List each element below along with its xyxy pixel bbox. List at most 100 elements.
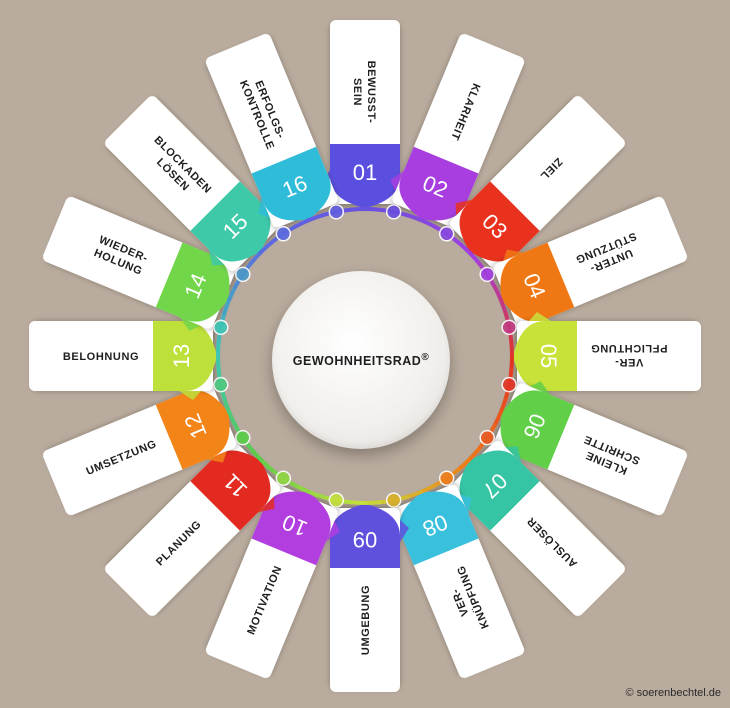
ring-dot bbox=[235, 429, 251, 446]
badge-15 bbox=[190, 181, 271, 262]
badge-01 bbox=[330, 144, 400, 208]
badge-03 bbox=[459, 181, 540, 262]
badge-tab bbox=[208, 249, 225, 266]
step-card-01: 01 BEWUSST-SEIN bbox=[321, 20, 400, 208]
badge-tab bbox=[258, 197, 270, 218]
badge-tab bbox=[390, 170, 404, 192]
ring-segment bbox=[363, 207, 382, 212]
ring-segment bbox=[348, 500, 367, 505]
badge-tab bbox=[529, 381, 551, 395]
ring-dot bbox=[385, 492, 402, 508]
badge-tab bbox=[326, 520, 340, 542]
ring-dot bbox=[213, 376, 229, 393]
badge-tab bbox=[529, 312, 551, 321]
ring-dot bbox=[479, 266, 495, 283]
ring-dot bbox=[275, 470, 292, 486]
badge-tab bbox=[505, 446, 522, 463]
badge-08 bbox=[399, 491, 479, 566]
progress-ring bbox=[213, 204, 517, 508]
step-label: BELOHNUNG bbox=[63, 351, 139, 363]
ring-segment bbox=[293, 483, 311, 494]
badge-04 bbox=[500, 242, 575, 322]
ring-segment bbox=[348, 207, 367, 212]
ring-segment bbox=[509, 354, 514, 373]
badge-tab bbox=[503, 249, 524, 261]
ring-dot bbox=[438, 226, 455, 242]
badge-06 bbox=[500, 390, 575, 470]
badge-07 bbox=[459, 450, 540, 531]
step-number: 13 bbox=[169, 344, 194, 368]
badge-tab bbox=[179, 391, 201, 400]
step-label-line: SEIN bbox=[351, 78, 363, 106]
badge-14 bbox=[155, 242, 230, 322]
ring-dot bbox=[328, 492, 345, 508]
ring-dot bbox=[479, 429, 495, 446]
badge-tab bbox=[460, 494, 472, 515]
ring-segment bbox=[227, 284, 238, 302]
ring-segment bbox=[492, 284, 503, 302]
ring-segment bbox=[492, 410, 503, 428]
ring-dot bbox=[275, 226, 292, 242]
badge-tab bbox=[179, 317, 201, 331]
ring-dot bbox=[235, 266, 251, 283]
step-number: 05 bbox=[536, 344, 561, 368]
ring-dot bbox=[438, 470, 455, 486]
badge-05 bbox=[513, 321, 577, 391]
badge-tab bbox=[455, 199, 472, 216]
step-cards: 01 BEWUSST-SEIN 02KLARHEIT03ZIEL04UNTER-ST… bbox=[29, 20, 701, 692]
ring-segment bbox=[216, 354, 221, 373]
ring-segment bbox=[227, 410, 238, 428]
ring-dot bbox=[328, 204, 345, 220]
step-label-line: BELOHNUNG bbox=[63, 351, 139, 363]
ring-segment bbox=[293, 218, 311, 229]
step-label-line: PFLICHTUNG bbox=[591, 342, 668, 354]
ring-segment bbox=[509, 339, 514, 358]
badge-tab bbox=[400, 520, 409, 542]
badge-16 bbox=[251, 146, 331, 221]
badge-tab bbox=[258, 496, 275, 513]
copyright-credit: © soerenbechtel.de bbox=[625, 687, 721, 699]
step-number: 01 bbox=[353, 160, 377, 185]
step-label: UMGEBUNG bbox=[360, 585, 372, 655]
badge-tab bbox=[206, 451, 227, 463]
badge-02 bbox=[399, 146, 479, 221]
ring-dot bbox=[501, 376, 517, 393]
badge-09 bbox=[330, 504, 400, 568]
ring-dot bbox=[213, 319, 229, 336]
ring-segment bbox=[216, 339, 221, 358]
step-label-line: VER- bbox=[615, 356, 644, 368]
center-title-text: GEWOHNHEITSRAD bbox=[292, 354, 422, 369]
ring-segment bbox=[419, 218, 437, 229]
badge-11 bbox=[190, 450, 271, 531]
step-label: BEWUSST-SEIN bbox=[351, 61, 377, 124]
center-disc: GEWOHNHEITSRAD® bbox=[272, 271, 450, 449]
ring-dot bbox=[385, 204, 402, 220]
ring-segment bbox=[419, 483, 437, 494]
badge-12 bbox=[155, 390, 230, 470]
center-title: GEWOHNHEITSRAD® bbox=[293, 352, 429, 368]
step-label-line: BEWUSST- bbox=[365, 61, 377, 124]
badge-10 bbox=[251, 491, 331, 566]
step-label-line: UMGEBUNG bbox=[360, 585, 372, 655]
ring-dot bbox=[501, 319, 517, 336]
step-number: 09 bbox=[353, 527, 377, 552]
step-card-13: 13 BELOHNUNG bbox=[29, 321, 217, 400]
badge-13 bbox=[153, 321, 217, 391]
registered-mark: ® bbox=[421, 351, 430, 363]
step-label: VER- PFLICHTUNG bbox=[591, 342, 668, 368]
